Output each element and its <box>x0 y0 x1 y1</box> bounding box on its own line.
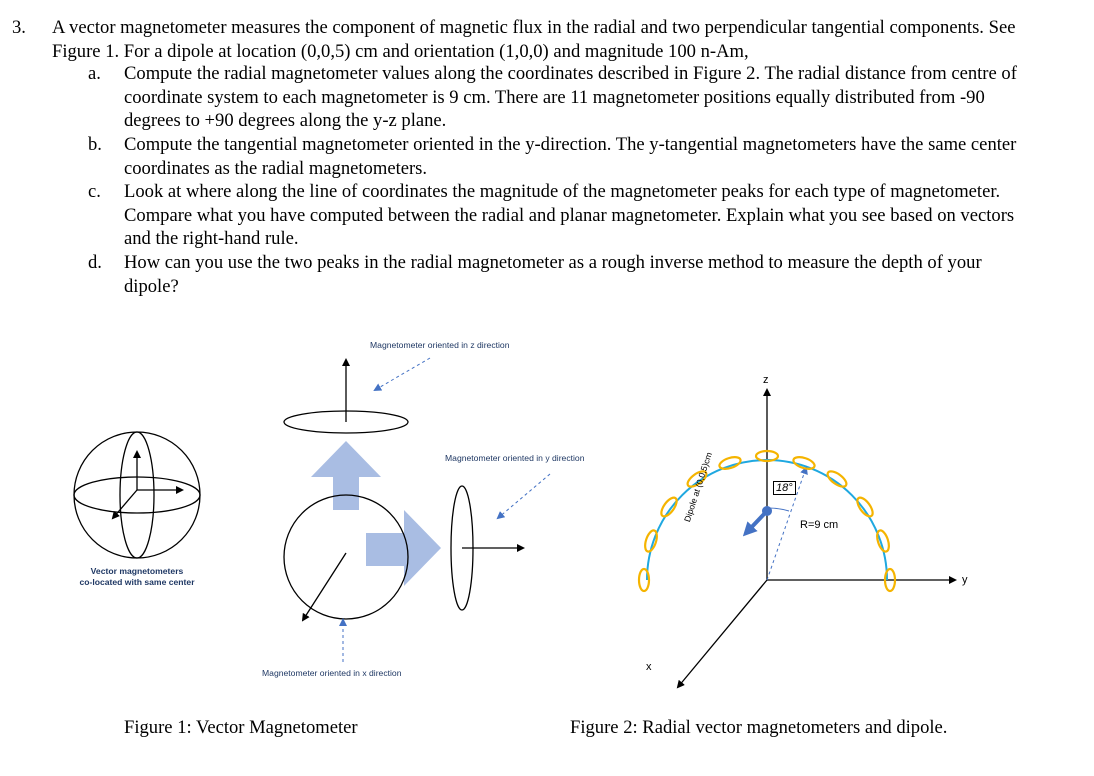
label-y-magnetometer: Magnetometer oriented in y direction <box>445 453 585 463</box>
item-label: d. <box>88 252 102 273</box>
vector-magnetometer <box>283 357 551 662</box>
question-item-c: c. Look at where along the line of coord… <box>88 180 1024 251</box>
angle-label: 18° <box>773 481 796 495</box>
question-item-a: a. Compute the radial magnetometer value… <box>88 62 1024 133</box>
item-text: How can you use the two peaks in the rad… <box>124 252 982 297</box>
question-item-d: d. How can you use the two peaks in the … <box>88 251 1024 298</box>
question-item-b: b. Compute the tangential magnetometer o… <box>88 133 1024 180</box>
radius-label: R=9 cm <box>800 519 839 531</box>
item-text: Look at where along the line of coordina… <box>124 181 1015 249</box>
colocated-line-1: Vector magnetometers <box>90 566 184 576</box>
figure2-caption: Figure 2: Radial vector magnetometers an… <box>570 717 948 738</box>
label-x-magnetometer: Magnetometer oriented in x direction <box>262 668 402 678</box>
item-text: Compute the tangential magnetometer orie… <box>124 134 1017 179</box>
label-z-magnetometer: Magnetometer oriented in z direction <box>370 340 510 350</box>
question-stem: A vector magnetometer measures the compo… <box>52 17 1016 62</box>
radial-figure <box>637 388 957 689</box>
axis-y-label: y <box>962 574 968 586</box>
question-number: 3. <box>12 17 26 38</box>
item-label: a. <box>88 63 101 84</box>
colocated-sphere <box>73 431 201 559</box>
colocated-line-2: co-located with same center <box>79 577 195 587</box>
item-text: Compute the radial magnetometer values a… <box>124 63 1017 131</box>
figure1-caption: Figure 1: Vector Magnetometer <box>124 717 358 738</box>
item-label: b. <box>88 134 102 155</box>
axis-x-label: x <box>646 661 652 673</box>
item-label: c. <box>88 181 101 202</box>
colocated-label: Vector magnetometers co-located with sam… <box>66 566 208 588</box>
axis-z-label: z <box>763 374 769 386</box>
